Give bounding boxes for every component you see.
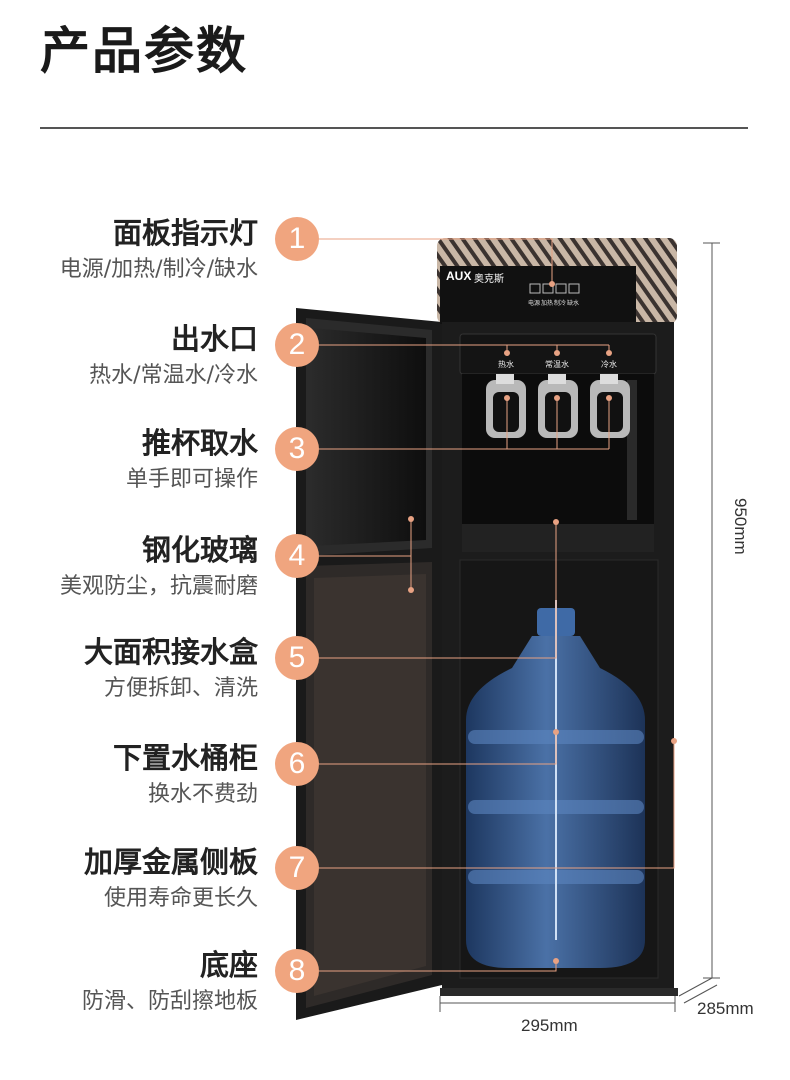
- dimension-lines: [439, 242, 720, 1012]
- glass-door: [296, 308, 442, 1020]
- width-dimension: 295mm: [521, 1016, 578, 1035]
- tap-label-hot: 热水: [498, 360, 514, 369]
- feature-base: 底座 防滑、防刮擦地板: [81, 948, 258, 1015]
- feature-push-cup: 推杯取水 单手即可操作: [125, 426, 258, 493]
- tap-label-room-temp: 常温水: [545, 360, 569, 369]
- tap-label-cold: 冷水: [601, 360, 617, 369]
- control-label-water-shortage: 缺水: [567, 300, 580, 307]
- feature-water-outlet: 出水口 热水/常温水/冷水: [89, 322, 258, 389]
- feature-bottom-cabinet: 下置水桶柜 换水不费劲: [112, 741, 258, 808]
- height-dimension: 950mm: [731, 498, 750, 555]
- page-title: 产品参数: [40, 22, 248, 80]
- feature-number-badge: 4: [275, 534, 319, 578]
- feature-desc: 防滑、防刮擦地板: [81, 989, 258, 1015]
- feature-title: 出水口: [170, 322, 258, 356]
- feature-number-badge: 3: [275, 427, 319, 471]
- feature-desc: 电源/加热/制冷/缺水: [59, 257, 258, 283]
- feature-number-badge: 5: [275, 636, 319, 680]
- feature-metal-side-panel: 加厚金属侧板 使用寿命更长久: [83, 845, 258, 912]
- feature-tempered-glass: 钢化玻璃 美观防尘，抗震耐磨: [59, 533, 258, 600]
- feature-number-badge: 6: [275, 742, 319, 786]
- brand-name-cn: 奥克斯: [474, 274, 504, 285]
- feature-desc: 使用寿命更长久: [103, 886, 258, 912]
- feature-desc: 单手即可操作: [125, 467, 258, 493]
- feature-drip-tray: 大面积接水盒 方便拆卸、清洗: [83, 635, 258, 702]
- feature-desc: 方便拆卸、清洗: [103, 676, 258, 702]
- feature-number-badge: 7: [275, 846, 319, 890]
- feature-number-badge: 1: [275, 217, 319, 261]
- feature-title: 下置水桶柜: [112, 741, 258, 775]
- leader-dots: [408, 281, 677, 964]
- push-cup-levers: [486, 374, 630, 438]
- feature-title: 加厚金属侧板: [83, 845, 258, 879]
- brand-logo: AUX: [446, 269, 472, 283]
- control-label-power: 电源: [528, 300, 541, 307]
- feature-panel-indicator: 面板指示灯 电源/加热/制冷/缺水: [59, 216, 258, 283]
- feature-desc: 热水/常温水/冷水: [89, 363, 258, 389]
- feature-number-badge: 8: [275, 949, 319, 993]
- control-label-cool: 制冷: [554, 300, 567, 307]
- depth-dimension: 285mm: [697, 999, 754, 1018]
- feature-number-badge: 2: [275, 323, 319, 367]
- water-bottle: [466, 600, 645, 968]
- feature-title: 面板指示灯: [112, 216, 258, 250]
- control-panel: [529, 283, 580, 294]
- feature-title: 推杯取水: [141, 426, 258, 460]
- feature-desc: 美观防尘，抗震耐磨: [59, 574, 258, 600]
- title-divider: [40, 127, 748, 129]
- control-label-heat: 加热: [541, 300, 554, 307]
- feature-title: 大面积接水盒: [83, 635, 258, 669]
- leader-lines: [319, 238, 675, 972]
- feature-desc: 换水不费劲: [147, 782, 258, 808]
- feature-title: 钢化玻璃: [141, 533, 258, 567]
- feature-title: 底座: [199, 948, 258, 982]
